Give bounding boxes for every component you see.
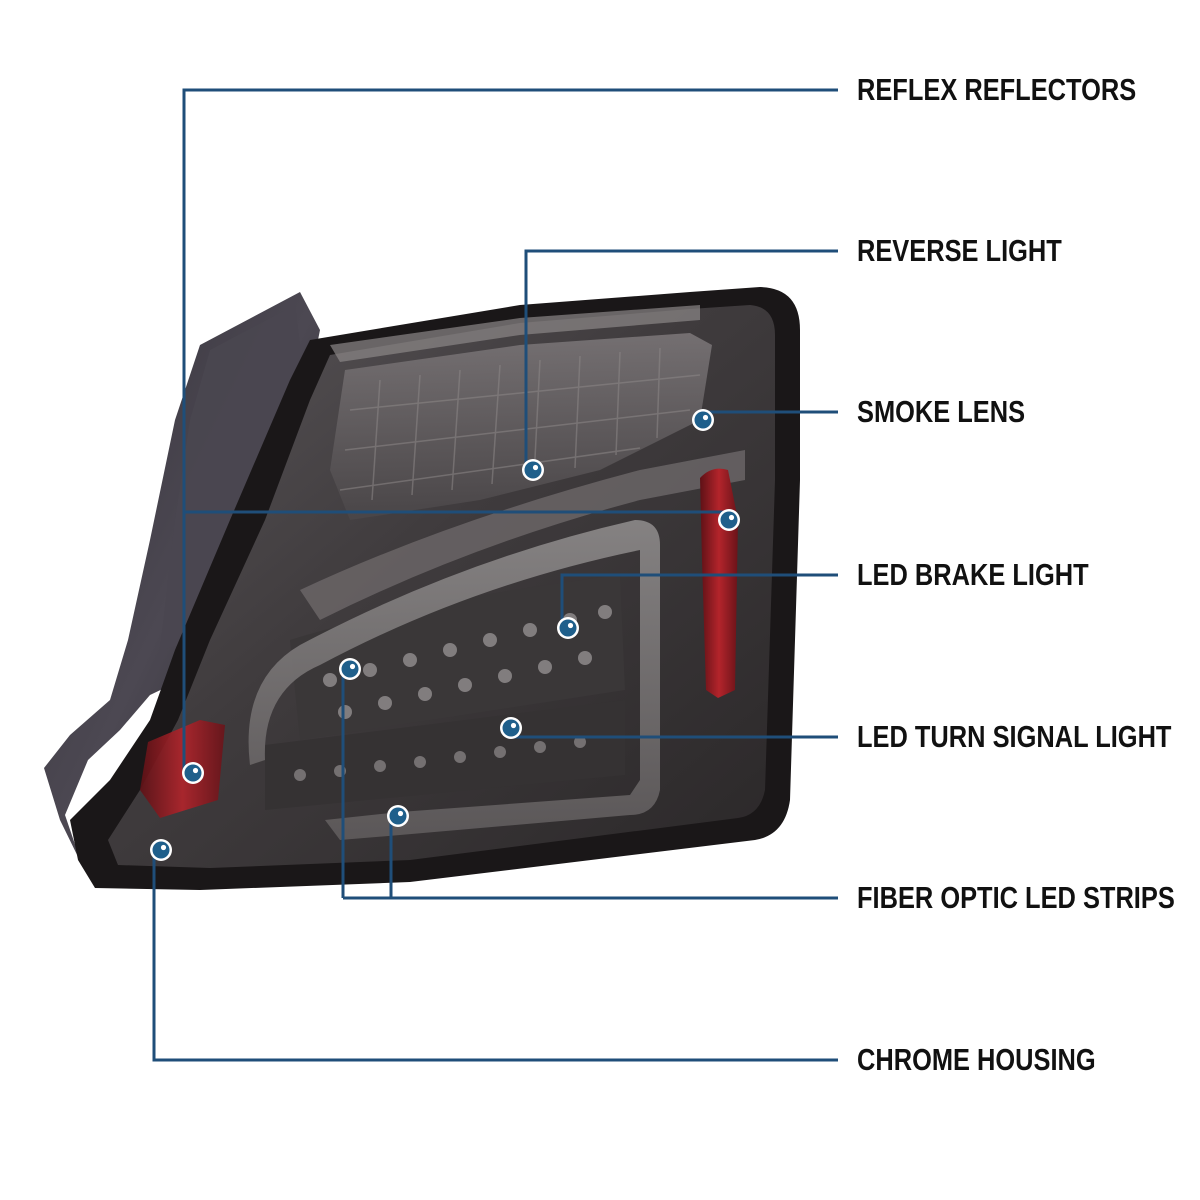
callout-label-chrome-housing: CHROME HOUSING xyxy=(857,1042,1096,1077)
callout-dot-icon xyxy=(718,509,740,531)
callout-dot-icon xyxy=(692,409,714,431)
reverse-light-prisms xyxy=(330,305,712,520)
callout-dot-icon xyxy=(522,459,544,481)
led-turn-signal-cluster xyxy=(265,700,625,810)
callout-dot-icon xyxy=(500,717,522,739)
callout-dot-icon xyxy=(339,658,361,680)
callout-label-fiber-optic-led-strips: FIBER OPTIC LED STRIPS xyxy=(857,880,1175,915)
callout-label-smoke-lens: SMOKE LENS xyxy=(857,394,1026,429)
callout-markers xyxy=(150,409,740,861)
callout-label-led-turn-signal-light: LED TURN SIGNAL LIGHT xyxy=(857,719,1172,754)
callout-dot-icon xyxy=(387,805,409,827)
side-reflector xyxy=(700,468,738,698)
callout-label-reverse-light: REVERSE LIGHT xyxy=(857,233,1062,268)
led-brake-cluster xyxy=(290,575,625,740)
callout-dot-icon xyxy=(557,617,579,639)
callout-dot-icon xyxy=(150,839,172,861)
callout-label-reflex-reflectors: REFLEX REFLECTORS xyxy=(857,72,1137,107)
callout-dot-icon xyxy=(182,762,204,784)
callout-label-led-brake-light: LED BRAKE LIGHT xyxy=(857,557,1089,592)
inner-sweep-divider xyxy=(300,450,745,620)
fiber-optic-light-bar xyxy=(248,520,661,840)
